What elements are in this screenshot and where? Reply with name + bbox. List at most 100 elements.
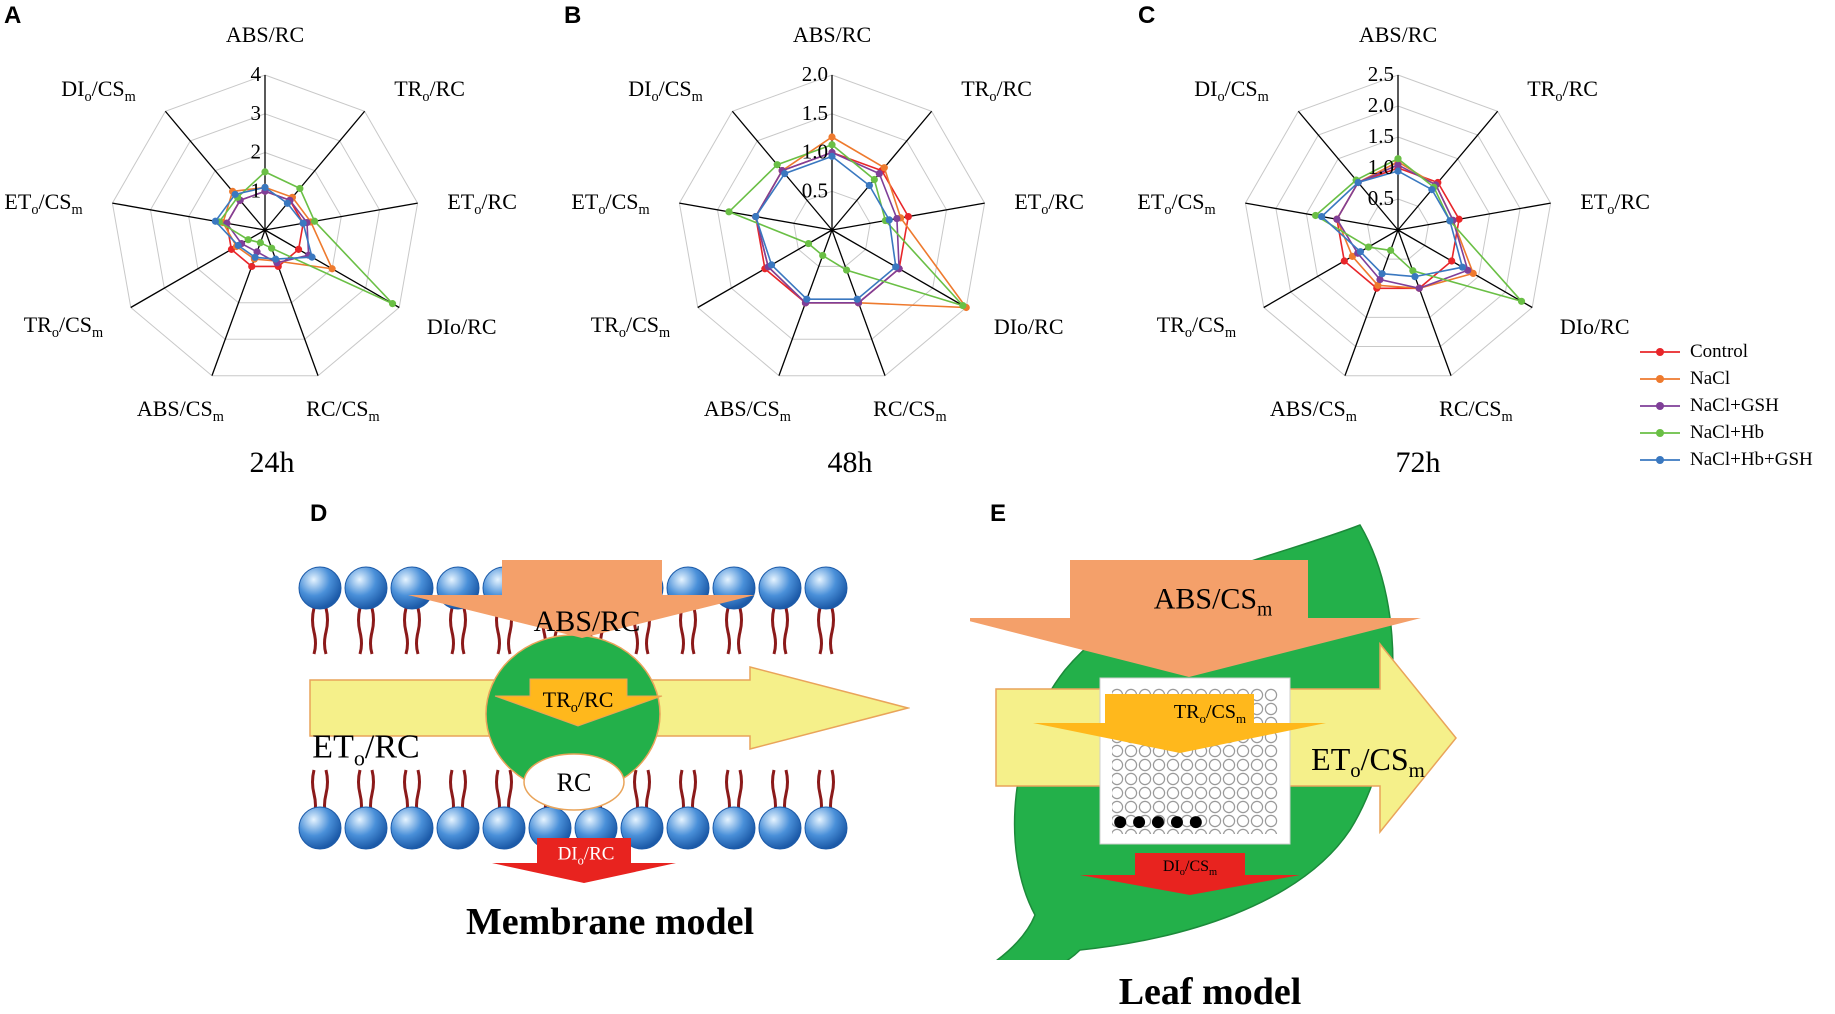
series-point-NaCl+Hb+GSH-5: [1378, 270, 1386, 278]
series-point-NaCl-0: [828, 133, 836, 141]
axis-label: ETo/CSm: [571, 188, 650, 219]
series-point-NaCl+Hb+GSH-6: [767, 261, 776, 269]
series-point-NaCl+Hb+GSH-6: [1356, 248, 1365, 256]
series-point-NaCl+GSH-0: [1394, 161, 1402, 169]
series-point-Control-3: [294, 245, 303, 253]
spoke-5: [1344, 229, 1399, 376]
series-point-NaCl+Hb+GSH-8: [781, 169, 789, 178]
series-point-NaCl+GSH-3: [1464, 266, 1472, 274]
spoke-2: [264, 202, 418, 231]
panel-label-e: E: [990, 500, 1007, 527]
series-point-NaCl+Hb+GSH-8: [231, 190, 239, 198]
series-point-NaCl+Hb-5: [256, 239, 264, 247]
legend-marker: [1640, 347, 1680, 356]
gridline-ring-3: [111, 74, 419, 377]
series-point-NaCl+Hb+GSH-2: [885, 216, 893, 224]
series-line-NaCl+Hb+GSH: [754, 155, 897, 301]
lipid-tail: [679, 607, 685, 655]
series-point-NaCl-6: [1348, 252, 1356, 260]
tick-label-3: 2.0: [802, 62, 828, 86]
series-point-Control-5: [248, 262, 256, 271]
series-point-NaCl+Hb-3: [1517, 297, 1526, 305]
lipid-head: [344, 806, 388, 850]
lipid-tail: [691, 607, 697, 655]
spoke-4: [1397, 229, 1452, 376]
series-line-NaCl+GSH: [1335, 164, 1469, 290]
series-point-NaCl+Hb+GSH-5: [803, 295, 811, 303]
axis-label: ABS/RC: [225, 22, 305, 47]
axis-label: ETo/RC: [1580, 188, 1650, 219]
lipid-head: [712, 806, 756, 850]
membrane-model-diagram: [298, 560, 910, 883]
axis-label: ETo/RC: [447, 188, 517, 219]
leaf-abs-label: ABS/CSm: [1153, 582, 1273, 621]
gridline-ring-3: [1275, 105, 1521, 347]
series-point-NaCl+Hb-1: [296, 184, 304, 193]
gridline-ring-2: [149, 113, 381, 340]
membrane-rc-label: RC: [556, 768, 592, 797]
lipid-tail: [449, 607, 455, 655]
series-point-NaCl+Hb+GSH-7: [211, 217, 219, 225]
series-line-NaCl+Hb: [218, 170, 394, 305]
leaf-tro-label: TRo/CSm: [1173, 701, 1247, 726]
series-point-NaCl-1: [880, 164, 888, 172]
membrane-tro-label: TRo/RC: [542, 686, 614, 717]
lipid-head: [298, 806, 342, 850]
series-point-NaCl+GSH-4: [1415, 284, 1423, 292]
series-line-NaCl+GSH: [754, 151, 900, 304]
axis-label: RC/CSm: [873, 395, 947, 425]
series-point-NaCl+Hb-3: [959, 301, 967, 310]
series-line-NaCl: [222, 186, 334, 270]
lipid-tail: [415, 607, 421, 655]
tick-label-2: 3: [251, 101, 262, 125]
series-line-NaCl+GSH: [225, 190, 310, 264]
spoke-6: [130, 229, 266, 309]
tick-label-0: 0.5: [802, 178, 828, 202]
lipid-tail: [369, 607, 375, 655]
tick-label-4: 2.5: [1368, 62, 1394, 86]
lipid-head: [620, 806, 664, 850]
series-point-NaCl+Hb-2: [311, 217, 319, 225]
rc-core: [523, 753, 625, 811]
axis-label: ABS/CSm: [703, 395, 791, 425]
tick-label-1: 1.0: [1368, 155, 1394, 179]
series-point-NaCl+Hb+GSH-0: [261, 183, 269, 191]
lipid-head: [758, 566, 802, 610]
spoke-2: [1397, 202, 1551, 231]
tick-label-1: 1.0: [802, 140, 828, 164]
axis-label: ABS/RC: [792, 22, 872, 47]
radar-chart-48h: 0.51.01.52.0: [678, 62, 986, 377]
leaf-dio-label: DIo/CSm: [1162, 857, 1218, 879]
lipid-head: [344, 566, 388, 610]
panel-label-c: C: [1138, 2, 1156, 29]
abs-rc-arrow: [408, 560, 755, 638]
axis-label: TRo/CSm: [1156, 311, 1237, 341]
series-point-NaCl+Hb+GSH-6: [234, 241, 242, 250]
series-point-NaCl+Hb+GSH-3: [308, 253, 316, 261]
series-point-NaCl+Hb-3: [388, 300, 397, 308]
lipid-tail: [829, 607, 835, 655]
axis-label: TRo/CSm: [590, 311, 671, 341]
series-line-NaCl+Hb: [727, 143, 966, 308]
tro-rc-arrow: [494, 678, 663, 727]
leaf-model-title: Leaf model: [1118, 971, 1302, 1013]
gridline-ring-1: [188, 151, 342, 304]
gridline-ring-3: [678, 74, 986, 377]
legend-item: NaCl: [1638, 365, 1813, 392]
membrane-abs-label: ABS/RC: [533, 605, 641, 638]
panel-label-d: D: [310, 500, 328, 527]
series-point-NaCl+Hb-8: [773, 161, 781, 169]
series-point-NaCl+Hb-7: [1311, 211, 1320, 220]
tick-label-2: 1.5: [1368, 124, 1394, 148]
series-point-Control-2: [904, 212, 912, 221]
lipid-tail: [817, 607, 823, 655]
series-point-Control-6: [1340, 257, 1348, 265]
axis-label: ABS/CSm: [136, 395, 224, 425]
lipid-tail: [461, 607, 467, 655]
series-point-NaCl+Hb+GSH-4: [272, 255, 280, 263]
lipid-head: [436, 806, 480, 850]
